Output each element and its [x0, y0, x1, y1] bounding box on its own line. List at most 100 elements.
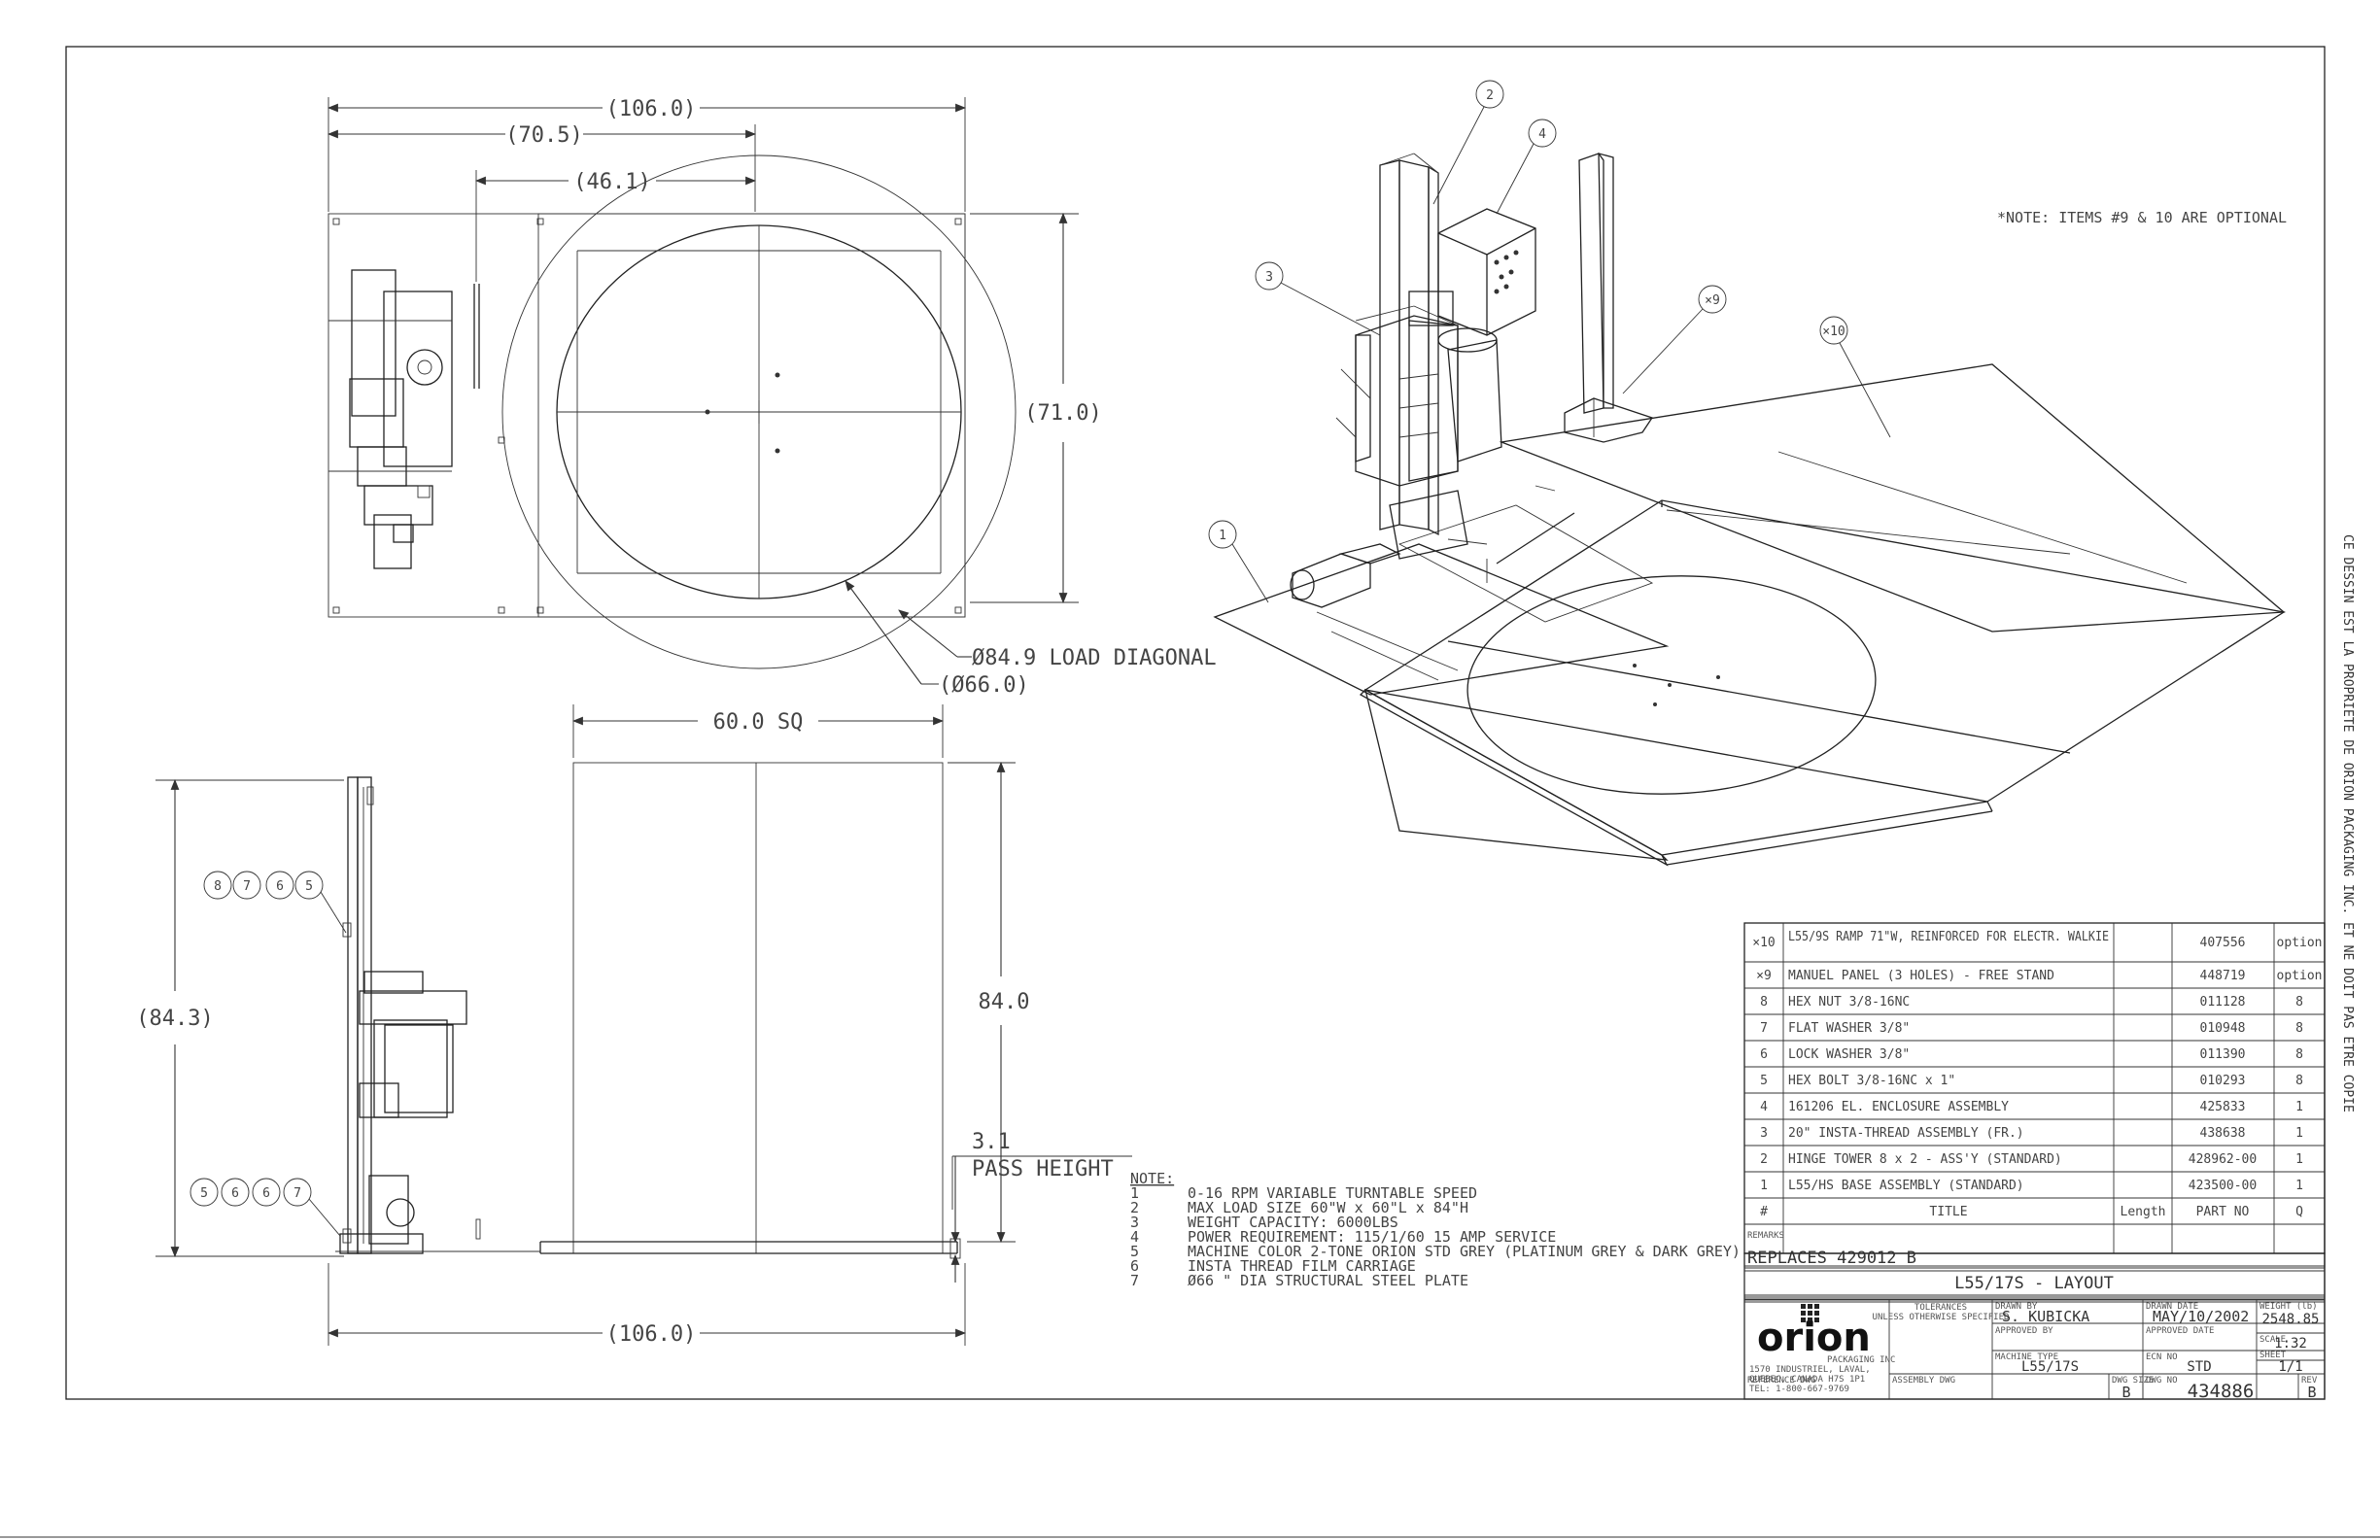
balloon-text: 1	[1219, 529, 1226, 543]
bom-qty: 1	[2295, 1152, 2303, 1167]
bom-part: 010293	[2200, 1074, 2246, 1088]
bom-part: 428962-00	[2189, 1152, 2257, 1167]
bom-qty: 1	[2295, 1126, 2303, 1141]
side-view	[335, 762, 961, 1259]
bom-title: 161206 EL. ENCLOSURE ASSEMBLY	[1788, 1100, 2009, 1114]
side-balloons-upper	[203, 871, 347, 934]
bom-title: MANUEL PANEL (3 HOLES) - FREE STAND	[1788, 969, 2054, 983]
bom-item: 6	[1760, 1047, 1768, 1062]
dim-top-height: (71.0)	[1024, 401, 1101, 426]
balloon-text: 5	[200, 1186, 208, 1201]
top-dimensions	[327, 97, 1079, 685]
dim-top-2: (70.5)	[505, 123, 582, 148]
orion-logo: orion	[1757, 1316, 1871, 1360]
note-number: 7	[1130, 1272, 1139, 1289]
drawn-by-label: DRAWN BY	[1995, 1302, 2038, 1312]
bom-qty: option	[2277, 969, 2323, 983]
dim-side-height: (84.3)	[136, 1007, 213, 1031]
bom-header-title: TITLE	[1929, 1205, 1967, 1219]
tolerances-sub: UNLESS OTHERWISE SPECIFIED	[1873, 1313, 2010, 1322]
bom-item: 5	[1760, 1074, 1768, 1088]
note-number: 5	[1130, 1243, 1139, 1260]
bom-title: 20" INSTA-THREAD ASSEMBLY (FR.)	[1788, 1126, 2024, 1141]
balloon-text: 7	[293, 1186, 301, 1201]
motor	[1290, 543, 1401, 608]
balloon-text: ×9	[1705, 293, 1720, 308]
note-text: Ø66 " DIA STRUCTURAL STEEL PLATE	[1188, 1272, 1468, 1289]
address-1: 1570 INDUSTRIEL, LAVAL,	[1749, 1365, 1871, 1375]
note-text: 0-16 RPM VARIABLE TURNTABLE SPEED	[1188, 1184, 1477, 1202]
bom-item: 1	[1760, 1179, 1768, 1193]
balloon-text: 2	[1486, 88, 1494, 103]
balloon-text: ×10	[1822, 325, 1845, 339]
note-number: 2	[1130, 1199, 1139, 1216]
isometric-view	[1213, 153, 2286, 867]
bom-qty: 8	[2295, 1021, 2303, 1036]
sheet-value: 1/1	[2278, 1359, 2302, 1375]
approved-date-label: APPROVED DATE	[2146, 1326, 2214, 1336]
dim-pass-height-value: 3.1	[972, 1130, 1011, 1154]
rev-label: REV	[2301, 1376, 2318, 1386]
drawn-date-label: DRAWN DATE	[2146, 1302, 2198, 1312]
bom-part: 011390	[2200, 1047, 2246, 1062]
dwg-no-label: DWG NO	[2146, 1376, 2178, 1386]
orion-logo-dots	[1801, 1304, 1819, 1322]
note-number: 1	[1130, 1184, 1139, 1202]
bom-qty: 1	[2295, 1179, 2303, 1193]
top-view	[328, 154, 1017, 669]
balloon-text: 5	[305, 879, 313, 894]
balloon-text: 4	[1538, 127, 1546, 142]
dim-load-diagonal: Ø84.9 LOAD DIAGONAL	[972, 646, 1217, 670]
bom-item: ×9	[1756, 969, 1772, 983]
bom-title: HINGE TOWER 8 x 2 - ASS'Y (STANDARD)	[1788, 1152, 2062, 1167]
reference-label: REFERENCE DWG	[1747, 1376, 1815, 1386]
balloon-text: 7	[243, 879, 251, 894]
bom-header-part: PART NO	[2196, 1205, 2250, 1219]
phone: TEL: 1-800-667-9769	[1749, 1385, 1849, 1394]
free-stand-panel	[1564, 153, 1654, 443]
dim-pass-height-label: PASS HEIGHT	[972, 1157, 1114, 1181]
sheet-label: SHEET	[2259, 1351, 2287, 1360]
tolerances-label: TOLERANCES	[1914, 1303, 1967, 1313]
bom-part: 407556	[2200, 936, 2246, 950]
bom-part: 011128	[2200, 995, 2246, 1010]
dim-top-3: (46.1)	[573, 170, 650, 194]
dwg-size-label: DWG SIZE	[2112, 1376, 2154, 1386]
balloon-text: 8	[214, 879, 222, 894]
note-number: 3	[1130, 1214, 1139, 1231]
bom-qty: 8	[2295, 1047, 2303, 1062]
title-block	[1743, 1252, 2326, 1400]
bom-part: 010948	[2200, 1021, 2246, 1036]
bom-qty: 1	[2295, 1100, 2303, 1114]
dim-load-height: 84.0	[979, 990, 1030, 1014]
replaces-text: REPLACES 429012 B	[1747, 1249, 1916, 1268]
bom-item: 4	[1760, 1100, 1768, 1114]
bom-item: 2	[1760, 1152, 1768, 1167]
bom-part: 448719	[2200, 969, 2246, 983]
optional-items-note: *NOTE: ITEMS #9 & 10 ARE OPTIONAL	[1997, 209, 2287, 226]
ecn-value: STD	[2187, 1359, 2211, 1375]
bom-title: HEX BOLT 3/8-16NC x 1"	[1788, 1074, 1955, 1088]
machine-type-label: MACHINE TYPE	[1995, 1352, 2058, 1362]
balloon-text: 3	[1265, 270, 1273, 285]
assembly-label: ASSEMBLY DWG	[1892, 1376, 1955, 1386]
machine-top	[328, 269, 480, 569]
bom-header-qty: Q	[2295, 1205, 2303, 1219]
side-balloons-lower	[190, 1178, 341, 1237]
note-text: MACHINE COLOR 2-TONE ORION STD GREY (PLA…	[1188, 1243, 1741, 1260]
proprietary-notice: CE DESSIN EST LA PROPRIETE DE ORION PACK…	[2340, 534, 2355, 1112]
dim-bottom-width: (106.0)	[606, 1322, 697, 1347]
bom-part: 438638	[2200, 1126, 2246, 1141]
scale-value: 1:32	[2274, 1336, 2307, 1352]
machine-type: L55/17S	[2021, 1359, 2079, 1375]
note-text: WEIGHT CAPACITY: 6000LBS	[1188, 1214, 1398, 1231]
dwg-size: B	[2121, 1384, 2130, 1401]
bom-header-length: Length	[2121, 1205, 2166, 1219]
dim-turntable-dia: (Ø66.0)	[939, 673, 1029, 698]
bom-item: 3	[1760, 1126, 1768, 1141]
note-number: 4	[1130, 1228, 1139, 1246]
bom-qty: 8	[2295, 1074, 2303, 1088]
bom-title: LOCK WASHER 3/8"	[1788, 1047, 1910, 1062]
note-text: POWER REQUIREMENT: 115/1/60 15 AMP SERVI…	[1188, 1228, 1556, 1246]
bom-qty: option	[2277, 936, 2323, 950]
